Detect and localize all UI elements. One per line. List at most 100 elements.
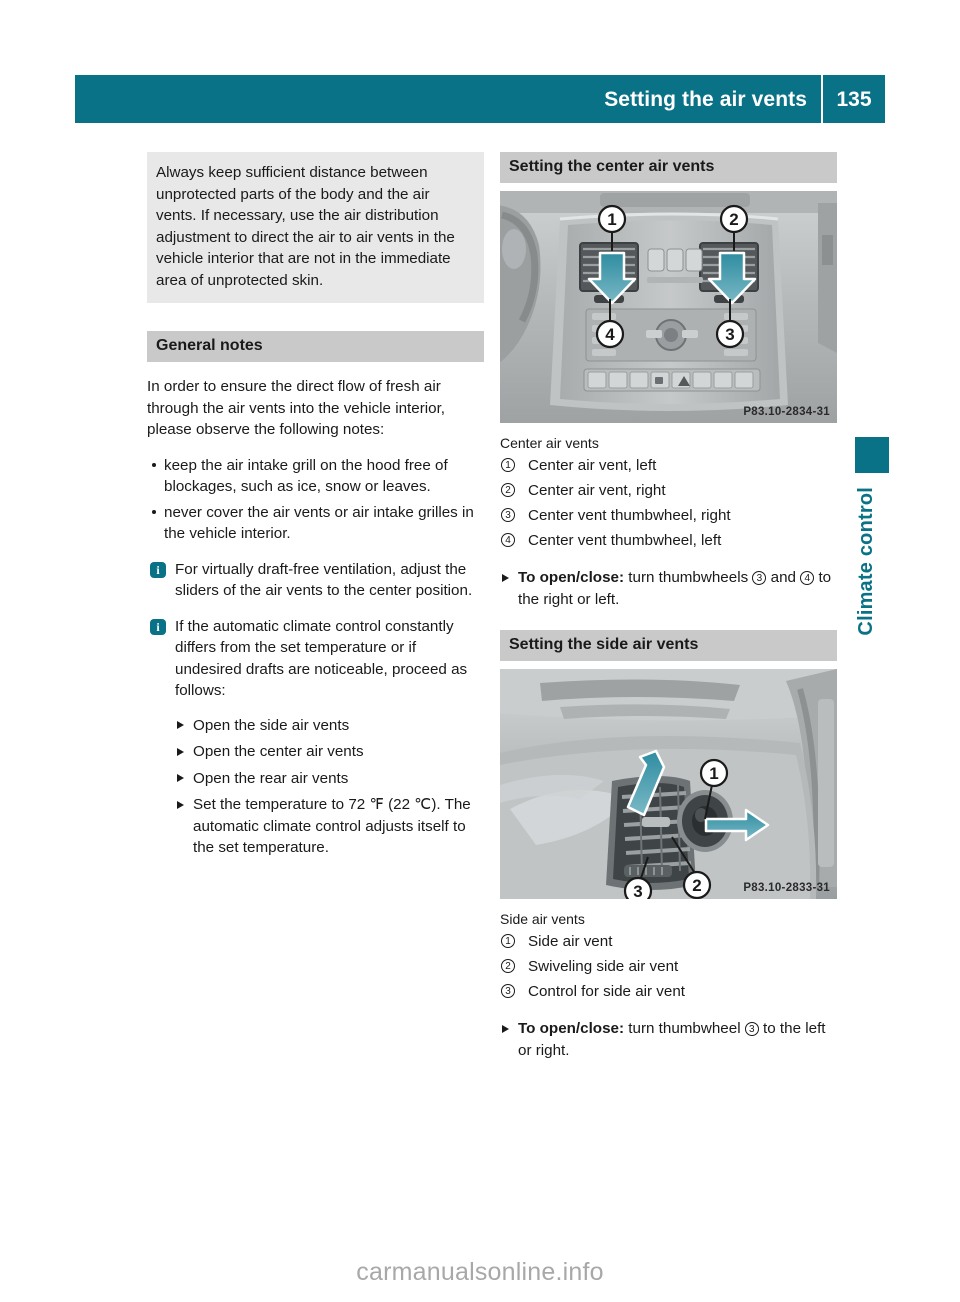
spacer — [147, 362, 484, 376]
triangle-marker-icon — [177, 774, 184, 782]
step-label: To open/close: — [518, 1020, 625, 1037]
callout-number-icon: 3 — [501, 508, 515, 522]
list-item: 3 Control for side air vent — [500, 979, 837, 1004]
info-note-text: If the automatic climate control constan… — [175, 617, 468, 700]
center-open-close-step: To open/close: turn thumbwheels 3 and 4 … — [500, 567, 837, 610]
info-note-text: For virtually draft-free ventilation, ad… — [175, 560, 473, 600]
center-vents-heading: Setting the center air vents — [500, 152, 837, 183]
triangle-marker-icon — [177, 747, 184, 756]
list-item: 2 Center air vent, right — [500, 478, 837, 503]
triangle-marker-icon — [502, 1024, 509, 1033]
side-vents-heading: Setting the side air vents — [500, 630, 837, 661]
step-text-b: to the left or right. — [518, 1020, 826, 1059]
callout-number-icon: 4 — [800, 571, 815, 585]
callout-number-icon: 2 — [501, 483, 515, 497]
bullet-dot-icon — [152, 510, 156, 514]
step-label: To open/close: — [518, 569, 625, 586]
chapter-tab-label: Climate control — [855, 487, 877, 636]
svg-text:3: 3 — [633, 882, 642, 899]
side-legend-title: Side air vents — [500, 911, 585, 927]
side-vents-legend: 1 Side air vent 2 Swiveling side air ven… — [500, 929, 837, 1004]
spacer — [147, 441, 484, 451]
list-item: Open the side air vents — [175, 715, 484, 737]
step-text-a: turn thumbwheel — [628, 1020, 741, 1037]
list-item: keep the air intake grill on the hood fr… — [147, 455, 484, 498]
center-vents-legend: 1 Center air vent, left 2 Center air ven… — [500, 453, 837, 553]
procedure-step-list: Open the side air vents Open the center … — [175, 715, 484, 859]
list-item: never cover the air vents or air intake … — [147, 502, 484, 545]
page-header-bar: Setting the air vents 135 — [75, 75, 885, 123]
spacer — [500, 661, 837, 669]
center-air-vents-photo: 1 2 4 3 P83.10-2834-31 — [500, 191, 837, 423]
list-item: 1 Center air vent, left — [500, 453, 837, 478]
side-air-vents-photo: 1 2 3 P83.10-2833-31 — [500, 669, 837, 899]
spacer — [500, 183, 837, 191]
legend-text: Center air vent, left — [528, 457, 657, 474]
page-title: Setting the air vents — [604, 87, 807, 111]
info-icon: i — [150, 618, 166, 635]
callout-number-icon: 3 — [501, 984, 515, 998]
bullet-dot-icon — [152, 463, 156, 467]
callout-number-icon: 4 — [501, 533, 515, 547]
list-item-text: keep the air intake grill on the hood fr… — [164, 456, 448, 496]
step-text: Set the temperature to 72 ℉ (22 ℃). The … — [193, 796, 471, 856]
info-icon: i — [150, 561, 166, 578]
warning-box: Always keep sufficient distance between … — [147, 152, 484, 303]
spacer — [147, 303, 484, 331]
info-note-2: i If the automatic climate control const… — [147, 616, 484, 702]
legend-text: Center vent thumbwheel, right — [528, 507, 731, 524]
site-watermark: carmanualsonline.info — [356, 1258, 604, 1286]
step-text: Open the side air vents — [193, 716, 350, 734]
step-text: Open the rear air vents — [193, 769, 349, 787]
side-vent-illustration: 1 2 3 — [500, 669, 837, 899]
legend-text: Control for side air vent — [528, 983, 686, 1000]
spacer — [500, 423, 837, 433]
triangle-marker-icon — [177, 721, 184, 729]
center-legend-title: Center air vents — [500, 435, 599, 451]
svg-text:1: 1 — [607, 210, 616, 229]
legend-text: Side air vent — [528, 933, 613, 950]
list-item: 1 Side air vent — [500, 929, 837, 954]
list-item: 2 Swiveling side air vent — [500, 954, 837, 979]
spacer — [147, 702, 484, 710]
triangle-marker-icon — [177, 800, 184, 809]
callout-number-icon: 1 — [501, 458, 515, 472]
notes-bullet-list: keep the air intake grill on the hood fr… — [147, 455, 484, 545]
warning-text: Always keep sufficient distance between … — [156, 164, 455, 289]
chapter-side-tab: Climate control — [855, 437, 889, 636]
center-console-illustration: 1 2 4 3 — [500, 191, 837, 423]
chapter-tab-marker — [855, 437, 889, 473]
spacer — [500, 899, 837, 909]
svg-text:3: 3 — [725, 325, 734, 344]
photo-reference-code: P83.10-2834-31 — [743, 406, 830, 418]
callout-number-icon: 2 — [501, 959, 515, 973]
list-item: Open the rear air vents — [175, 768, 484, 790]
list-item-text: never cover the air vents or air intake … — [164, 503, 474, 543]
svg-text:4: 4 — [605, 325, 615, 344]
list-item: 3 Center vent thumbwheel, right — [500, 503, 837, 528]
svg-text:1: 1 — [709, 764, 718, 783]
step-text-b: and — [770, 569, 796, 586]
general-notes-heading: General notes — [147, 331, 484, 362]
list-item: 4 Center vent thumbwheel, left — [500, 528, 837, 553]
left-column: Always keep sufficient distance between … — [147, 152, 484, 859]
callout-number-icon: 3 — [744, 1022, 759, 1036]
step-text-a: turn thumbwheels — [628, 569, 749, 586]
side-open-close-step: To open/close: turn thumbwheel 3 to the … — [500, 1018, 837, 1061]
step-text-c: to the right or left. — [518, 569, 832, 608]
page-number: 135 — [836, 87, 872, 111]
photo-reference-code: P83.10-2833-31 — [743, 882, 830, 894]
legend-text: Center vent thumbwheel, left — [528, 532, 722, 549]
list-item: Open the center air vents — [175, 741, 484, 763]
callout-number-icon: 1 — [501, 934, 515, 948]
list-item: Set the temperature to 72 ℉ (22 ℃). The … — [175, 794, 484, 859]
right-column: Setting the center air vents — [500, 152, 837, 1061]
header-divider — [821, 75, 823, 123]
intro-paragraph: In order to ensure the direct flow of fr… — [147, 378, 446, 438]
legend-text: Center air vent, right — [528, 482, 666, 499]
info-note-1: i For virtually draft-free ventilation, … — [147, 559, 484, 602]
svg-text:2: 2 — [692, 876, 701, 895]
legend-text: Swiveling side air vent — [528, 958, 679, 975]
svg-text:2: 2 — [729, 210, 738, 229]
step-text: Open the center air vents — [193, 743, 364, 760]
